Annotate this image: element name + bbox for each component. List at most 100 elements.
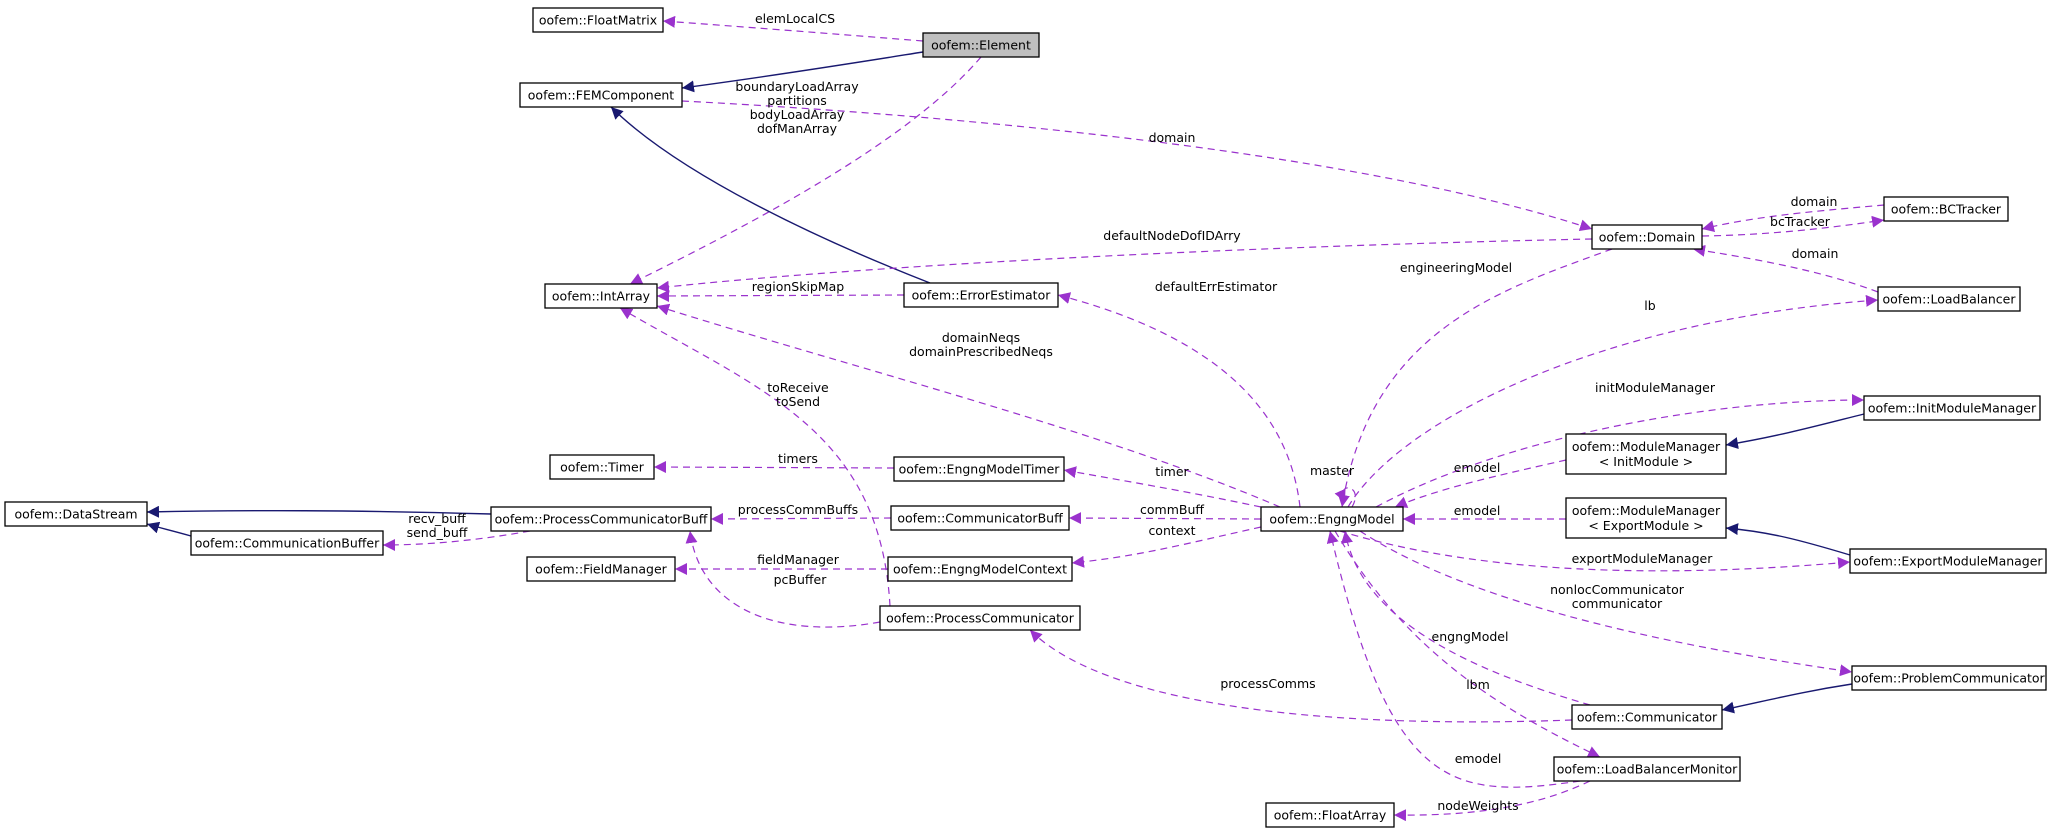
usage-edge-engngmodel-to-loadbalancer xyxy=(1347,294,1879,508)
class-node-box xyxy=(1877,286,2021,312)
edge-path xyxy=(629,56,982,285)
usage-edge-processcomm-to-intarray xyxy=(619,307,891,607)
class-node-mmexport[interactable]: oofem::ModuleManager< ExportModule > xyxy=(1565,497,1727,539)
class-node-communicatorbuff[interactable]: oofem::CommunicatorBuff xyxy=(890,505,1070,531)
class-node-domain[interactable]: oofem::Domain xyxy=(1591,224,1703,250)
class-node-label: oofem::ErrorEstimator xyxy=(912,288,1052,303)
class-node-floatmatrix[interactable]: oofem::FloatMatrix xyxy=(532,7,664,33)
edge-label: domain xyxy=(1149,130,1196,145)
edge-path xyxy=(1725,413,1865,449)
edge-label: commBuff xyxy=(1140,502,1204,517)
class-node-label: oofem::LoadBalancer xyxy=(1883,292,2017,307)
edge-path xyxy=(656,289,905,302)
class-node-emtimer[interactable]: oofem::EngngModelTimer xyxy=(893,456,1065,482)
usage-edge-engngmodel-to-emtimer xyxy=(1063,466,1262,508)
edge-path xyxy=(146,521,192,537)
usage-edge-engngmodel-to-exportmm xyxy=(1339,530,1851,572)
class-node-femcomponent[interactable]: oofem::FEMComponent xyxy=(519,82,683,108)
usage-edge-engngmodel-to-lbmonitor xyxy=(1334,530,1601,758)
edge-label: toSend xyxy=(776,394,820,409)
class-node-box xyxy=(1883,196,2009,222)
class-node-intarray[interactable]: oofem::IntArray xyxy=(544,283,658,309)
edge-label: regionSkipMap xyxy=(752,279,845,294)
class-node-processcomm[interactable]: oofem::ProcessCommunicator xyxy=(879,605,1081,631)
class-node-floatarray[interactable]: oofem::FloatArray xyxy=(1265,802,1395,828)
edge-label: partitions xyxy=(767,93,827,108)
class-node-box xyxy=(1849,548,2047,574)
edge-path xyxy=(1334,487,1356,508)
class-node-box xyxy=(903,282,1059,308)
class-node-label: oofem::EngngModel xyxy=(1269,512,1394,527)
edge-label: nonlocCommunicator xyxy=(1550,582,1685,597)
edge-path xyxy=(662,15,924,42)
class-node-fieldmanager[interactable]: oofem::FieldManager xyxy=(526,556,676,582)
class-node-element[interactable]: oofem::Element xyxy=(922,32,1040,58)
class-node-exportmm[interactable]: oofem::ExportModuleManager xyxy=(1849,548,2047,574)
class-node-loadbalancer[interactable]: oofem::LoadBalancer xyxy=(1877,286,2021,312)
edge-label: toReceive xyxy=(767,380,829,395)
usage-edge-domain-to-intarray xyxy=(656,238,1593,293)
class-node-lbmonitor[interactable]: oofem::LoadBalancerMonitor xyxy=(1553,756,1741,782)
class-node-label: oofem::Timer xyxy=(560,460,645,475)
class-node-bctracker[interactable]: oofem::BCTracker xyxy=(1883,196,2009,222)
edge-label: domainPrescribedNeqs xyxy=(909,344,1053,359)
edge-path xyxy=(1721,683,1853,714)
class-node-errorest[interactable]: oofem::ErrorEstimator xyxy=(903,282,1059,308)
usage-edge-engngmodel-to-errorest xyxy=(1057,292,1301,508)
edge-label: engngModel xyxy=(1432,629,1509,644)
class-node-timer[interactable]: oofem::Timer xyxy=(549,454,655,480)
edges-layer xyxy=(146,15,1885,822)
edge-path xyxy=(656,303,1281,508)
edge-label: communicator xyxy=(1572,596,1663,611)
usage-edge-engngmodel-to-engngmodel xyxy=(1334,487,1356,508)
class-node-label: oofem::CommunicatorBuff xyxy=(897,511,1063,526)
class-node-datastream[interactable]: oofem::DataStream xyxy=(4,501,148,527)
edge-label: recv_buff xyxy=(408,511,466,526)
class-node-pcbuff[interactable]: oofem::ProcessCommunicatorBuff xyxy=(490,506,712,532)
edge-path xyxy=(1359,530,1853,677)
usage-edge-lbmonitor-to-floatarray xyxy=(1393,780,1591,822)
edge-path xyxy=(382,530,531,551)
class-node-box xyxy=(519,82,683,108)
class-node-box xyxy=(1553,756,1741,782)
usage-edge-loadbalancer-to-domain xyxy=(1692,244,1879,293)
class-node-problemcomm[interactable]: oofem::ProblemCommunicator xyxy=(1851,665,2047,691)
edge-path xyxy=(1692,244,1879,293)
class-node-communicator[interactable]: oofem::Communicator xyxy=(1571,704,1723,730)
class-node-box xyxy=(1863,395,2041,421)
edge-label: timer xyxy=(1155,464,1189,479)
class-node-box xyxy=(1565,497,1727,539)
usage-edge-element-to-intarray xyxy=(629,56,982,285)
class-node-box xyxy=(1851,665,2047,691)
usage-edge-engngmodel-to-intarray xyxy=(656,303,1281,508)
edge-path xyxy=(681,100,1593,231)
edge-path xyxy=(1394,459,1567,508)
edge-label: timers xyxy=(778,451,818,466)
edge-path xyxy=(1375,394,1865,508)
class-node-box xyxy=(922,32,1040,58)
edge-path xyxy=(1029,629,1573,723)
usage-edge-mminit-to-engngmodel xyxy=(1394,459,1567,508)
usage-edge-errorest-to-intarray xyxy=(656,289,905,302)
usage-edge-femcomponent-to-domain xyxy=(681,100,1593,231)
class-node-box xyxy=(893,456,1065,482)
class-node-emcontext[interactable]: oofem::EngngModelContext xyxy=(887,556,1073,582)
usage-edge-engngmodel-to-initmm xyxy=(1375,394,1865,508)
edge-path xyxy=(146,505,492,518)
class-node-box xyxy=(887,556,1073,582)
edge-path xyxy=(653,461,895,474)
usage-edge-pcbuff-to-commbuffer xyxy=(382,530,531,551)
class-node-commbuffer[interactable]: oofem::CommunicationBuffer xyxy=(190,530,384,556)
class-node-box xyxy=(1591,224,1703,250)
edge-label: engineeringModel xyxy=(1400,260,1512,275)
edge-label: emodel xyxy=(1454,503,1501,518)
edge-label: lbm xyxy=(1466,677,1490,692)
inheritance-edge-initmm-to-mminit xyxy=(1725,413,1865,449)
inheritance-edge-problemcomm-to-communicator xyxy=(1721,683,1853,714)
class-node-mminit[interactable]: oofem::ModuleManager< InitModule > xyxy=(1565,433,1727,475)
usage-edge-domain-to-bctracker xyxy=(1701,215,1885,237)
class-node-engngmodel[interactable]: oofem::EngngModel xyxy=(1260,506,1404,532)
class-node-label: oofem::Domain xyxy=(1599,230,1696,245)
class-node-initmm[interactable]: oofem::InitModuleManager xyxy=(1863,395,2041,421)
edge-label: emodel xyxy=(1454,460,1501,475)
